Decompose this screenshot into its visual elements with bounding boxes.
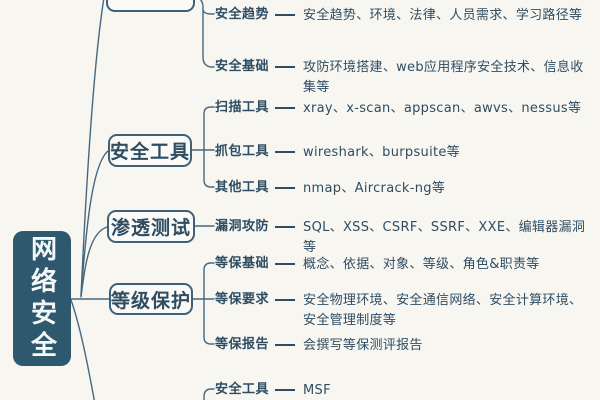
level-bracket bbox=[203, 262, 215, 300]
leaf-label: 安全工具 bbox=[215, 382, 270, 397]
leaf-desc: MSF bbox=[303, 383, 331, 398]
branch-node-level-protection: 等级保护 bbox=[109, 283, 193, 315]
leaf-row-level-protection-report: 等保报告 会撰写等保测评报告 bbox=[215, 336, 595, 356]
dash-connector bbox=[275, 389, 296, 391]
leaf-desc: 概念、依据、对象、等级、角色&职责等 bbox=[303, 257, 540, 272]
leaf-row-other-tools: 其他工具 nmap、Aircrack-ng等 bbox=[215, 179, 595, 199]
dash-connector bbox=[275, 187, 296, 189]
leaf-label: 安全基础 bbox=[215, 59, 270, 74]
tools-bracket bbox=[203, 149, 215, 188]
leaf-desc: nmap、Aircrack-ng等 bbox=[303, 181, 446, 196]
leaf-label: 抓包工具 bbox=[215, 144, 270, 159]
leaf-row-vulnerability-attack-defense: 漏洞攻防 SQL、XSS、CSRF、SSRF、XXE、编辑器漏洞等 bbox=[215, 218, 595, 258]
dash-connector bbox=[275, 263, 296, 265]
leaf-label: 等保基础 bbox=[215, 256, 270, 271]
root-to-top-branch-line bbox=[80, 0, 105, 297]
leaf-label: 等保报告 bbox=[215, 337, 270, 352]
leaf-label: 其他工具 bbox=[215, 180, 270, 195]
leaf-label: 安全趋势 bbox=[215, 7, 270, 22]
bottom-branch-bracket bbox=[203, 388, 215, 400]
leaf-desc: 攻防环境搭建、web应用程序安全技术、信息收集等 bbox=[303, 60, 584, 95]
dash-connector bbox=[275, 344, 296, 346]
leaf-row-security-trends: 安全趋势 安全趋势、环境、法律、人员需求、学习路径等 bbox=[215, 6, 595, 26]
root-to-tools-line bbox=[80, 150, 109, 296]
tools-bracket bbox=[203, 106, 215, 151]
level-bracket bbox=[203, 298, 215, 345]
leaf-row-scan-tools: 扫描工具 xray、x-scan、appscan、awvs、nessus等 bbox=[215, 99, 595, 119]
dash-connector bbox=[275, 299, 296, 301]
top-branch-bracket bbox=[202, 9, 215, 15]
root-to-pentest-line bbox=[80, 226, 108, 298]
branch-node-security-tools: 安全工具 bbox=[108, 134, 192, 167]
branch-node-top-clipped bbox=[106, 0, 195, 12]
dash-connector bbox=[275, 151, 296, 153]
leaf-row-security-basics: 安全基础 攻防环境搭建、web应用程序安全技术、信息收集等 bbox=[215, 58, 595, 98]
leaf-label: 漏洞攻防 bbox=[215, 219, 270, 234]
leaf-label: 扫描工具 bbox=[215, 100, 270, 115]
leaf-desc: 安全趋势、环境、法律、人员需求、学习路径等 bbox=[303, 8, 583, 23]
leaf-desc: xray、x-scan、appscan、awvs、nessus等 bbox=[303, 101, 582, 116]
leaf-desc: 安全物理环境、安全通信网络、安全计算环境、安全管理制度等 bbox=[303, 293, 583, 328]
dash-connector bbox=[275, 14, 296, 16]
leaf-desc: SQL、XSS、CSRF、SSRF、XXE、编辑器漏洞等 bbox=[303, 220, 586, 255]
leaf-row-level-protection-requirements: 等保要求 安全物理环境、安全通信网络、安全计算环境、安全管理制度等 bbox=[215, 291, 595, 331]
leaf-row-level-protection-basics: 等保基础 概念、依据、对象、等级、角色&职责等 bbox=[215, 255, 595, 275]
top-branch-bracket bbox=[199, 0, 215, 68]
dash-connector bbox=[275, 226, 296, 228]
dash-connector bbox=[275, 66, 296, 68]
root-node-network-security: 网络安全 bbox=[13, 231, 71, 366]
root-to-bottom-branch-line bbox=[70, 299, 95, 400]
branch-node-penetration-testing: 渗透测试 bbox=[107, 210, 195, 243]
dash-connector bbox=[275, 107, 296, 109]
leaf-row-security-tools-msf: 安全工具 MSF bbox=[215, 381, 595, 400]
leaf-row-packet-capture-tools: 抓包工具 wireshark、burpsuite等 bbox=[215, 143, 595, 163]
leaf-desc: wireshark、burpsuite等 bbox=[303, 145, 460, 160]
leaf-label: 等保要求 bbox=[215, 292, 270, 307]
leaf-desc: 会撰写等保测评报告 bbox=[303, 338, 423, 353]
